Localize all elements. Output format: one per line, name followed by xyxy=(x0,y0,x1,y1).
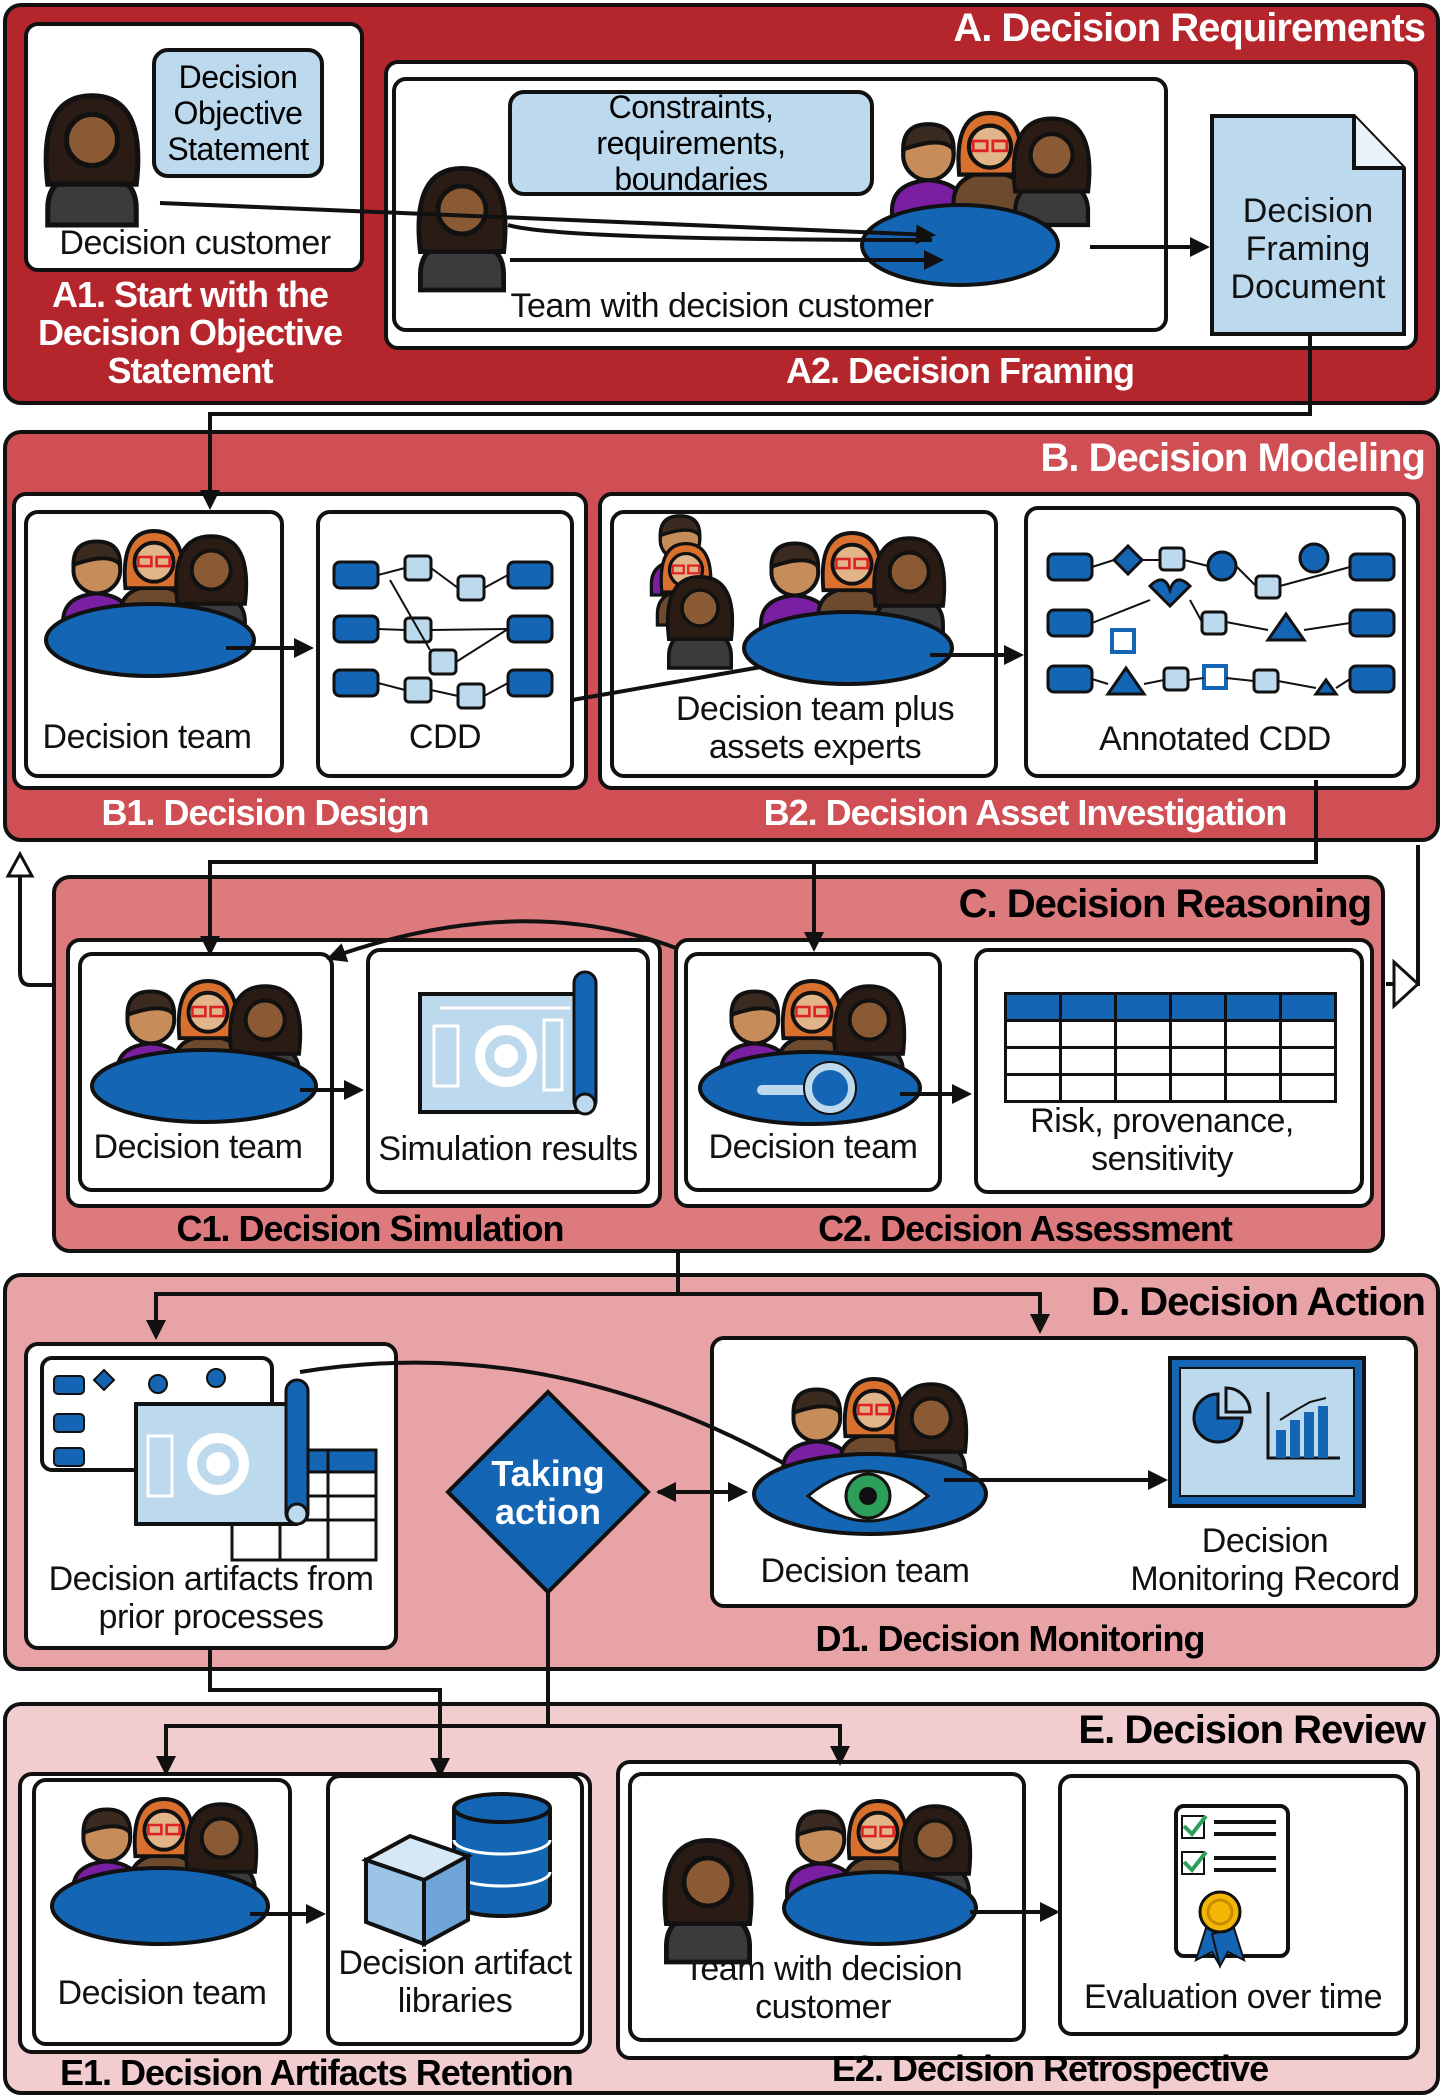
e2-title: E2. Decision Retrospective xyxy=(831,2048,1269,2089)
b1-title: B1. Decision Design xyxy=(101,792,429,833)
section-c-title: C. Decision Reasoning xyxy=(958,882,1372,926)
c1-sim-label: Simulation results xyxy=(378,1130,638,1168)
feedback-arrow-in xyxy=(1392,958,1421,1010)
e1-title: E1. Decision Artifacts Retention xyxy=(60,2052,574,2093)
section-d-title: D. Decision Action xyxy=(1091,1280,1426,1324)
b2-cdd-label: Annotated CDD xyxy=(1099,720,1331,758)
a1-objective-bubble: Decision Objective Statement xyxy=(152,48,324,178)
e1-lib-label: Decision artifact libraries xyxy=(338,1944,572,2020)
feedback-arrow-up xyxy=(5,850,35,878)
d1-record-label: Decision Monitoring Record xyxy=(1130,1522,1400,1598)
d1-title: D1. Decision Monitoring xyxy=(815,1618,1205,1659)
a1-person-label: Decision customer xyxy=(59,224,331,262)
d1-team-label: Decision team xyxy=(760,1552,970,1590)
a2-team-label: Team with decision customer xyxy=(510,287,934,325)
b1-team-label: Decision team xyxy=(42,718,252,756)
d-artifacts-label: Decision artifacts from prior processes xyxy=(48,1560,374,1636)
e2-eval-label: Evaluation over time xyxy=(1083,1978,1383,2016)
section-b-title: B. Decision Modeling xyxy=(1040,436,1426,480)
a2-title: A2. Decision Framing xyxy=(785,350,1135,391)
section-a-title: A. Decision Requirements xyxy=(953,6,1426,50)
panel-b1-cdd xyxy=(316,510,574,778)
b2-title: B2. Decision Asset Investigation xyxy=(763,792,1288,833)
c2-title: C2. Decision Assessment xyxy=(818,1208,1233,1249)
a2-constraints-bubble: Constraints, requirements, boundaries xyxy=(508,89,874,197)
c1-title: C1. Decision Simulation xyxy=(176,1208,564,1249)
risk-table-icon xyxy=(1004,992,1337,1103)
a1-title: A1. Start with the Decision Objective St… xyxy=(37,274,343,391)
e2-team-label: Team with decision customer xyxy=(683,1950,963,2026)
c2-team-label: Decision team xyxy=(708,1128,918,1166)
e1-team-label: Decision team xyxy=(57,1974,267,2012)
c1-team-label: Decision team xyxy=(93,1128,303,1166)
b1-cdd-label: CDD xyxy=(408,718,482,756)
section-e-title: E. Decision Review xyxy=(1078,1708,1426,1752)
b2-team-label: Decision team plus assets experts xyxy=(675,690,955,766)
c2-table-label: Risk, provenance, sensitivity xyxy=(1030,1102,1294,1178)
